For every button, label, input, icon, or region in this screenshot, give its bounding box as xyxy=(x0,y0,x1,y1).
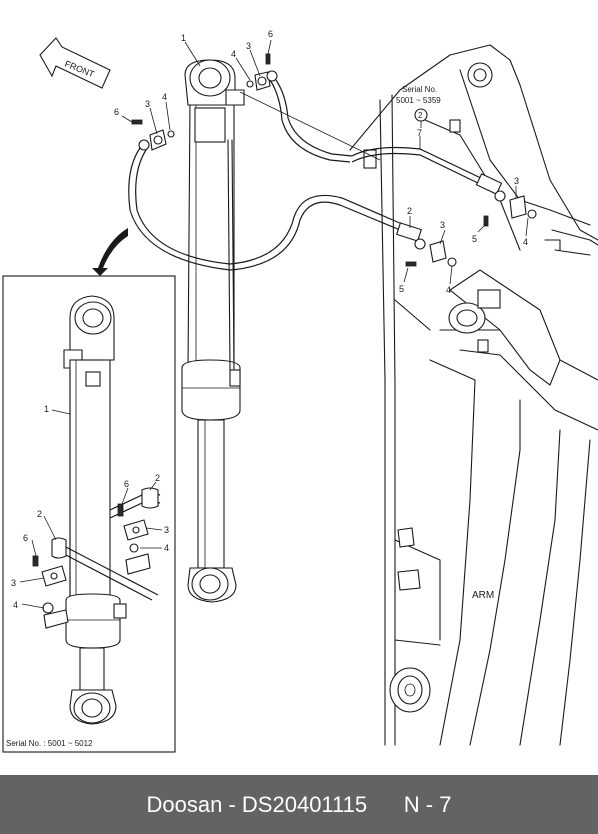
callouts-main: 1 4 3 6 6 3 4 7 3 5 4 2 3 5 4 Serial No.… xyxy=(114,29,529,295)
callout-3: 3 xyxy=(145,99,150,109)
callout-7: 7 xyxy=(417,128,422,138)
inset-callout-4: 4 xyxy=(164,543,169,553)
inset-callout-6: 6 xyxy=(124,479,129,489)
footer-bar: Doosan - DS20401115 N - 7 xyxy=(0,775,598,834)
footer-separator: - xyxy=(222,791,242,817)
callout-4: 4 xyxy=(162,92,167,102)
footer-brand: Doosan xyxy=(146,791,223,817)
fittings-main xyxy=(131,53,537,267)
arm-label: ARM xyxy=(472,590,494,601)
footer-part-number: DS20401115 xyxy=(241,791,368,817)
inset-callout-6: 6 xyxy=(23,533,28,543)
callout-6: 6 xyxy=(268,29,273,39)
callout-4: 4 xyxy=(523,237,528,247)
front-arrow: FRONT xyxy=(39,37,111,89)
inset-detail: 1 2 6 3 4 6 2 3 4 Serial No. : 5001 ~ 50… xyxy=(2,275,176,753)
inset-serial: Serial No. : 5001 ~ 5012 xyxy=(6,739,93,748)
serial-range: 5001 ~ 5359 xyxy=(396,96,441,105)
callout-5: 5 xyxy=(399,284,404,294)
inset-callout-3: 3 xyxy=(164,525,169,535)
footer-gap xyxy=(367,792,404,818)
callout-5: 5 xyxy=(472,234,477,244)
inset-pointer xyxy=(92,228,128,276)
callout-3: 3 xyxy=(514,176,519,186)
inset-callout-1: 1 xyxy=(44,404,49,414)
serial-label: Serial No. xyxy=(402,85,437,94)
inset-callout-3: 3 xyxy=(11,578,16,588)
hydraulic-diagram: FRONT xyxy=(2,29,598,753)
circled-callout-label: 2 xyxy=(418,111,423,120)
arm-structure: ARM xyxy=(349,44,598,746)
callout-2: 2 xyxy=(407,206,412,216)
footer-page: N - 7 xyxy=(403,791,452,817)
callout-1: 1 xyxy=(181,33,186,43)
hose-lines xyxy=(128,79,503,271)
callout-3: 3 xyxy=(440,220,445,230)
callout-4: 4 xyxy=(231,49,236,59)
callout-4: 4 xyxy=(446,285,451,295)
main-cylinder xyxy=(181,59,245,603)
inset-callout-4: 4 xyxy=(13,600,18,610)
inset-callout-2: 2 xyxy=(37,509,42,519)
inset-callout-2: 2 xyxy=(155,473,160,483)
callout-6: 6 xyxy=(114,107,119,117)
callout-3: 3 xyxy=(246,41,251,51)
